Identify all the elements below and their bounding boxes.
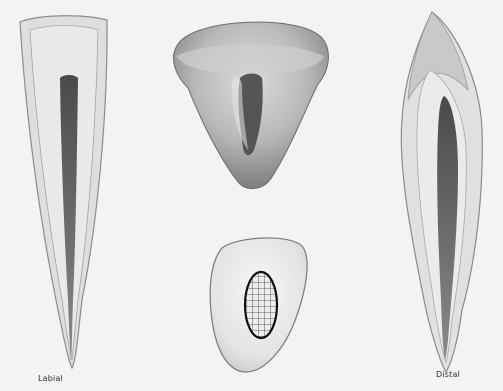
labial-view-label: Labial — [38, 374, 63, 383]
cross-section-pulp-hatched — [245, 272, 277, 338]
labial-section-tooth — [20, 16, 107, 368]
crown-view — [173, 22, 328, 189]
distal-section-tooth — [401, 12, 482, 372]
distal-view-label: Distal — [436, 370, 460, 379]
cross-section — [210, 238, 307, 372]
